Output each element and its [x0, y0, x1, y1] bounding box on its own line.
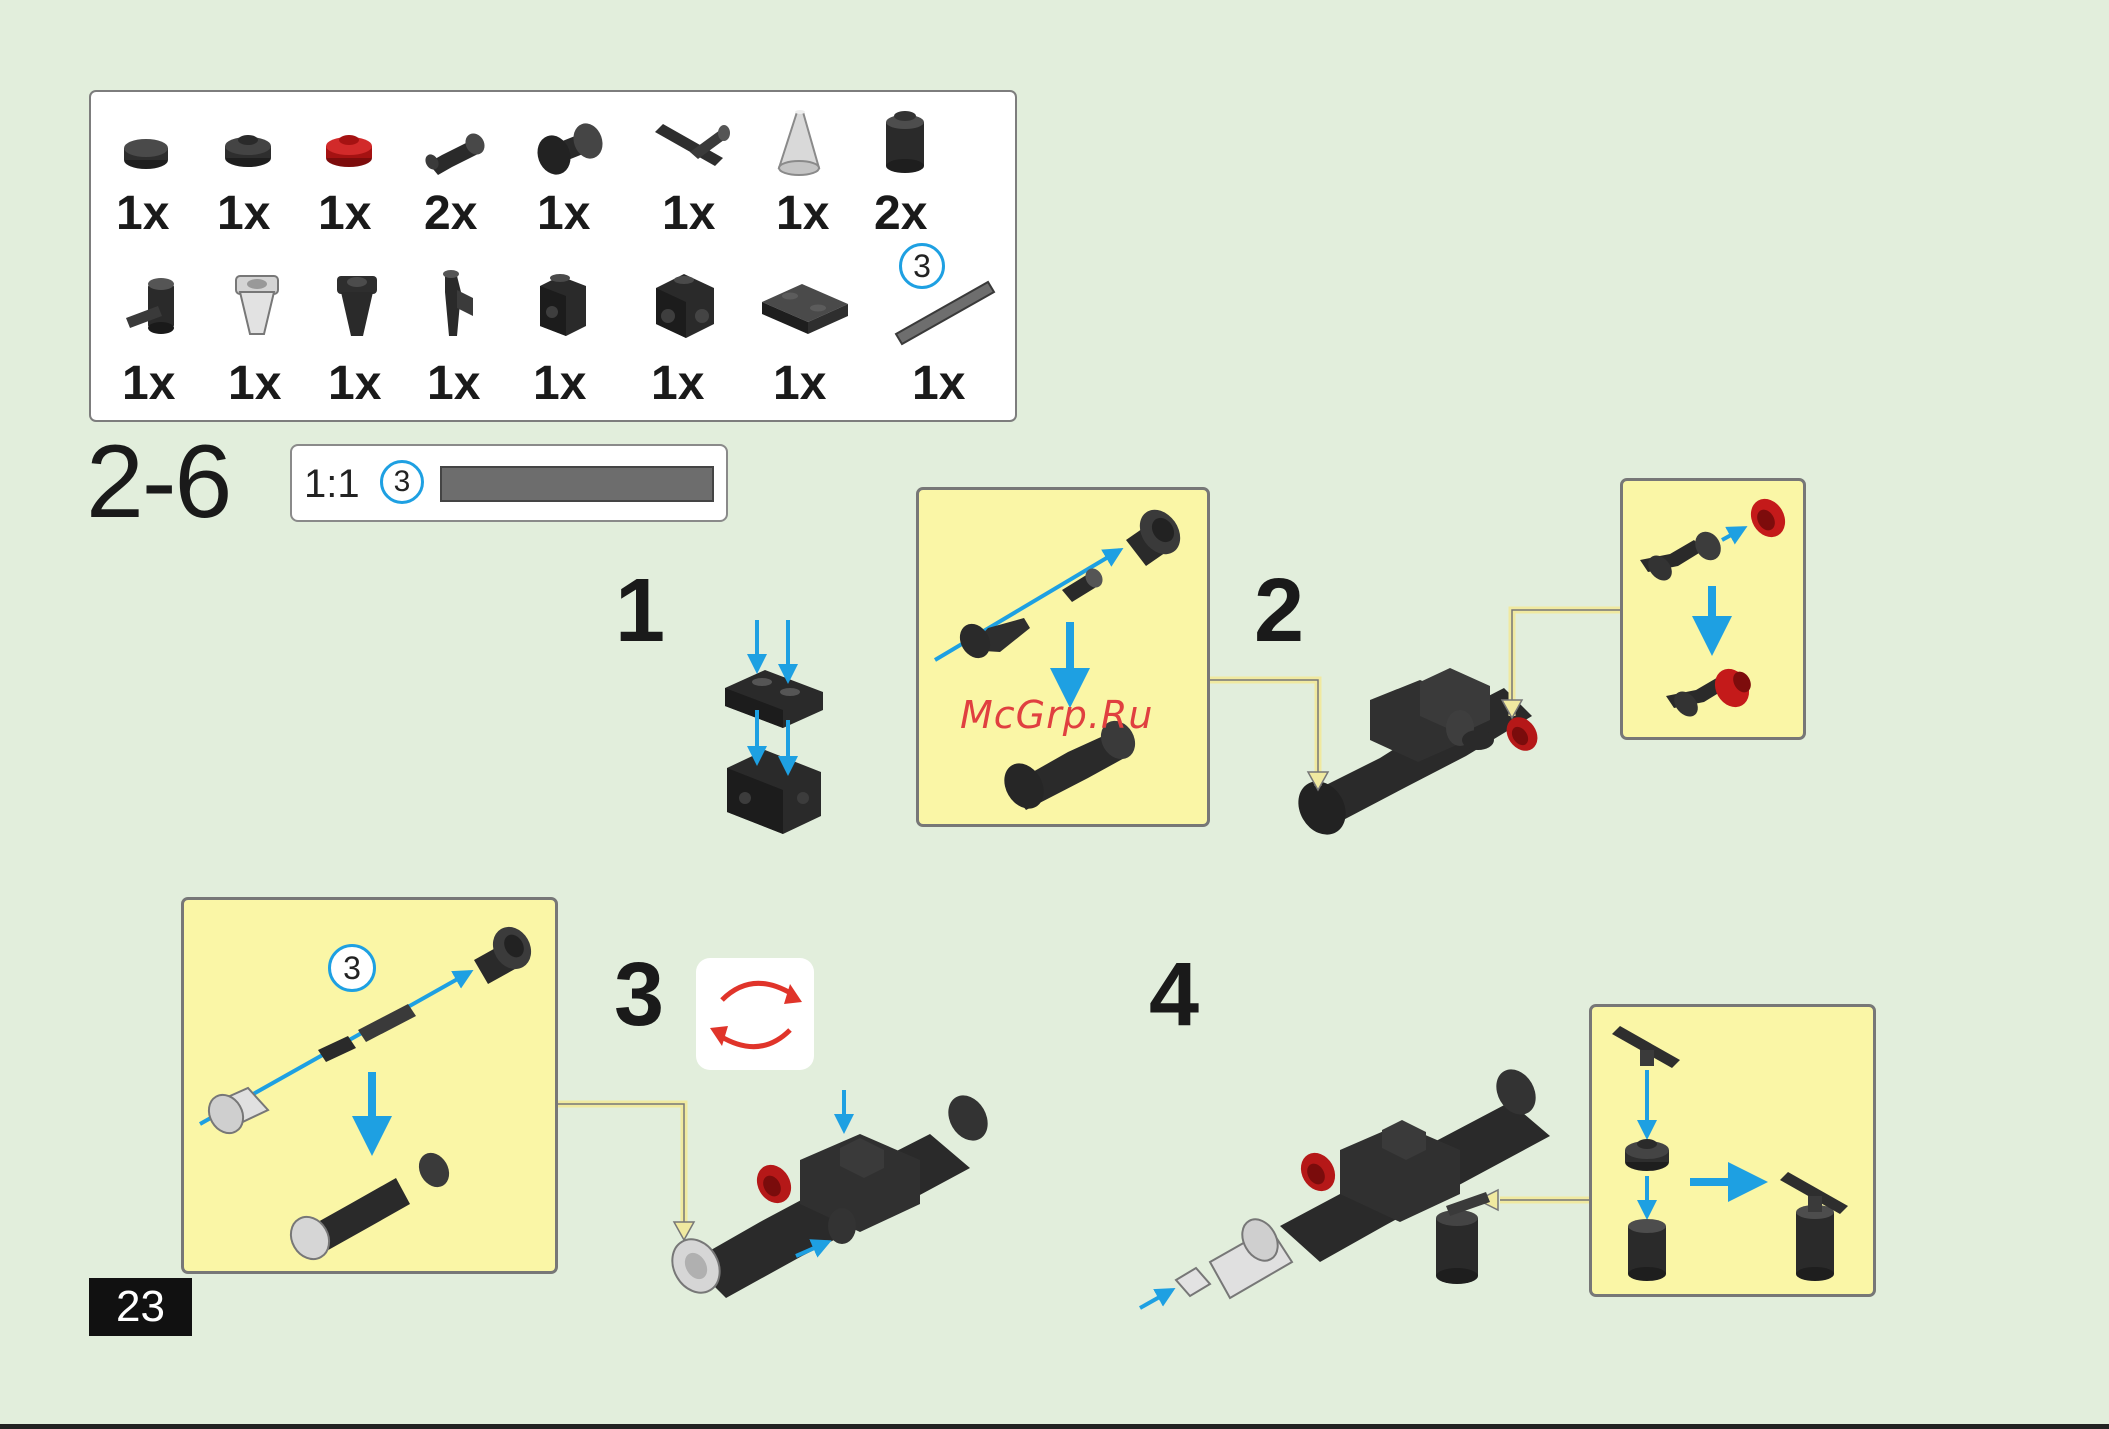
plate-1x2-icon: [762, 284, 848, 334]
clip-handle-icon: [443, 270, 473, 336]
cone-white-icon: [779, 110, 819, 175]
step2-model: [1289, 668, 1544, 843]
cone-dark-icon: [337, 276, 377, 336]
step2-subassembly-parts: [935, 502, 1189, 816]
round-plate-dark-icon: [225, 135, 271, 167]
step4-model: [1140, 1062, 1550, 1308]
round-brick-icon: [532, 119, 607, 179]
pin-connector-icon: [423, 130, 488, 175]
clip-bar-icon: [126, 278, 174, 334]
step3-subassembly-parts: [200, 920, 539, 1266]
bottom-border: [0, 1424, 2109, 1429]
brick-4-side-studs-icon: [656, 274, 714, 338]
brick-side-stud-icon: [540, 274, 586, 336]
round-plate-red-icon: [326, 135, 372, 167]
watermark: McGrp.Ru: [960, 693, 1153, 737]
bar-holder-icon: [655, 124, 730, 166]
cone-silver-icon: [236, 276, 278, 334]
rotate-model-icon: [696, 958, 814, 1070]
round-brick-2x2-icon: [886, 111, 924, 173]
bar-length-3-icon: [896, 282, 994, 344]
step1-assembly: [725, 620, 823, 834]
step4-clip-parts: [1612, 1026, 1848, 1281]
step3-model: [663, 1088, 996, 1301]
page-number: 23: [89, 1278, 192, 1336]
step2-red-plate-parts: [1640, 493, 1792, 721]
round-tile-dark-icon: [124, 139, 168, 169]
